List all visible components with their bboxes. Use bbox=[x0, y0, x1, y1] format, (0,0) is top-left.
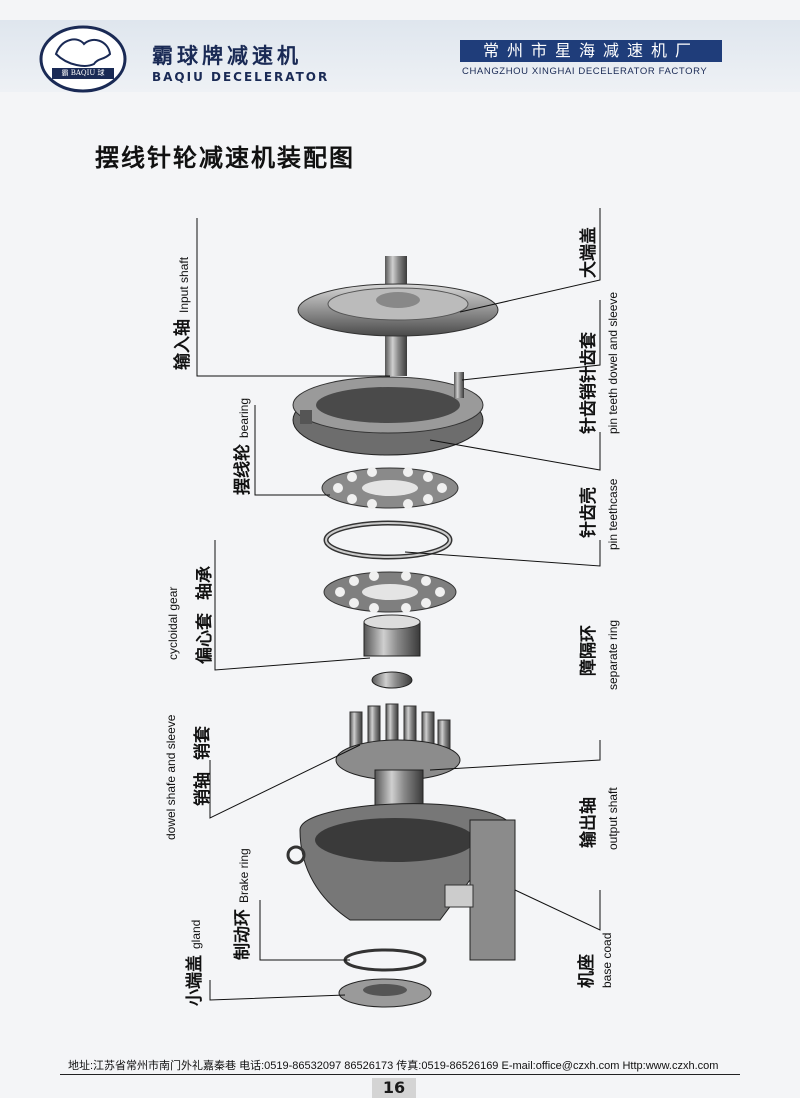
page-number: 16 bbox=[372, 1078, 416, 1098]
label-cycloidal-cn: 偏心套 bbox=[190, 607, 215, 664]
label-output-en: output shaft bbox=[606, 787, 620, 850]
label-base-en: base coad bbox=[600, 932, 614, 988]
label-input-shaft-cn: 输入轴 bbox=[173, 319, 193, 370]
brake-ring-part bbox=[343, 948, 427, 972]
label-bearing-en: bearing bbox=[237, 397, 251, 438]
label-bearing-cn: 摆线轮 bbox=[233, 444, 253, 495]
label-pin-case: 针齿壳 bbox=[574, 481, 599, 538]
label-bearing2-cn: 轴承 bbox=[195, 566, 215, 600]
label-pin-case-cn: 针齿壳 bbox=[579, 487, 599, 538]
label-gland-en: gland bbox=[189, 919, 203, 949]
page-title: 摆线针轮减速机装配图 bbox=[95, 144, 355, 172]
footer-divider bbox=[60, 1074, 740, 1075]
label-pin-dowel: 针齿销针齿套 bbox=[574, 326, 599, 434]
label-pin-dowel-cn: 针齿销针齿套 bbox=[579, 332, 599, 434]
label-eccentric-cn: 偏心套 bbox=[195, 613, 215, 664]
label-dowel-en: dowel shafe and sleeve bbox=[164, 714, 178, 840]
label-big-cover: 大端盖 bbox=[574, 221, 599, 278]
label-dowel-cn-a: 销轴 bbox=[188, 766, 213, 806]
footer-contact: 地址:江苏省常州市南门外礼嘉秦巷 电话:0519-86532097 865261… bbox=[68, 1060, 719, 1072]
factory-name-en: CHANGZHOU XINGHAI DECELERATOR FACTORY bbox=[462, 66, 708, 77]
label-dowel-cn-a-text: 销轴 bbox=[193, 772, 213, 806]
label-output-cn: 输出轴 bbox=[579, 797, 599, 848]
factory-name-cn: 常州市星海减速机厂 bbox=[460, 40, 722, 62]
label-bearing2: 轴承 bbox=[190, 560, 215, 600]
company-logo bbox=[39, 25, 127, 93]
label-base-cn: 机座 bbox=[577, 954, 597, 988]
label-output: 输出轴 bbox=[574, 791, 599, 848]
label-pin-case-en: pin teethcase bbox=[606, 478, 620, 550]
label-separate: 障隔环 bbox=[574, 619, 599, 676]
brand-name-en: BAQIU DECELERATOR bbox=[152, 70, 330, 84]
label-separate-cn: 障隔环 bbox=[579, 625, 599, 676]
label-base: 机座 bbox=[572, 948, 597, 988]
label-brake-cn: 制动环 bbox=[233, 909, 253, 960]
label-dowel-cn-b-text: 销套 bbox=[193, 726, 213, 760]
label-bearing: 摆线轮 bearing bbox=[228, 398, 253, 495]
label-separate-en: separate ring bbox=[606, 619, 620, 690]
label-dowel-cn-b: 销套 bbox=[188, 720, 213, 760]
label-big-cover-cn: 大端盖 bbox=[579, 227, 599, 278]
label-brake: 制动环 Brake ring bbox=[228, 848, 253, 960]
label-brake-en: Brake ring bbox=[237, 848, 251, 903]
brand-name-cn: 霸球牌减速机 bbox=[152, 44, 302, 68]
label-cycloidal-en: cycloidal gear bbox=[166, 586, 180, 660]
label-gland-cn: 小端盖 bbox=[185, 955, 205, 1006]
label-gland: 小端盖 gland bbox=[180, 920, 205, 1006]
pin-dowel-part bbox=[454, 372, 464, 398]
label-input-shaft-en: Input shaft bbox=[177, 256, 191, 313]
label-pin-dowel-en: pin teeth dowel and sleeve bbox=[606, 291, 620, 434]
logo-text: 霸 BAQIU 球 bbox=[61, 69, 105, 77]
label-input-shaft: 输入轴 Input shaft bbox=[168, 257, 193, 370]
